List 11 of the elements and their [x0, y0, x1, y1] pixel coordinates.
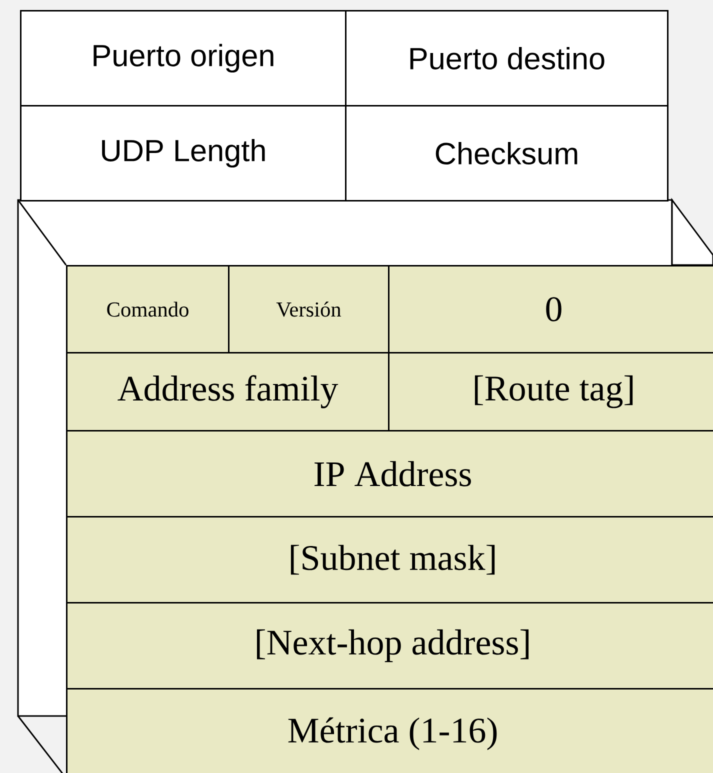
field-cell: [Route tag] — [388, 352, 713, 432]
field-cell: [Subnet mask] — [66, 516, 713, 604]
field-cell: Puerto origen — [20, 10, 346, 106]
field-cell: Checksum — [345, 104, 669, 202]
field-cell: Comando — [66, 265, 230, 354]
field-cell: [Next-hop address] — [66, 602, 713, 690]
field-cell: UDP Length — [20, 104, 346, 202]
field-cell: Puerto destino — [345, 10, 669, 106]
field-cell: Address family — [66, 352, 390, 432]
field-cell: Métrica (1-16) — [66, 688, 713, 773]
field-cell: Versión — [228, 265, 390, 354]
